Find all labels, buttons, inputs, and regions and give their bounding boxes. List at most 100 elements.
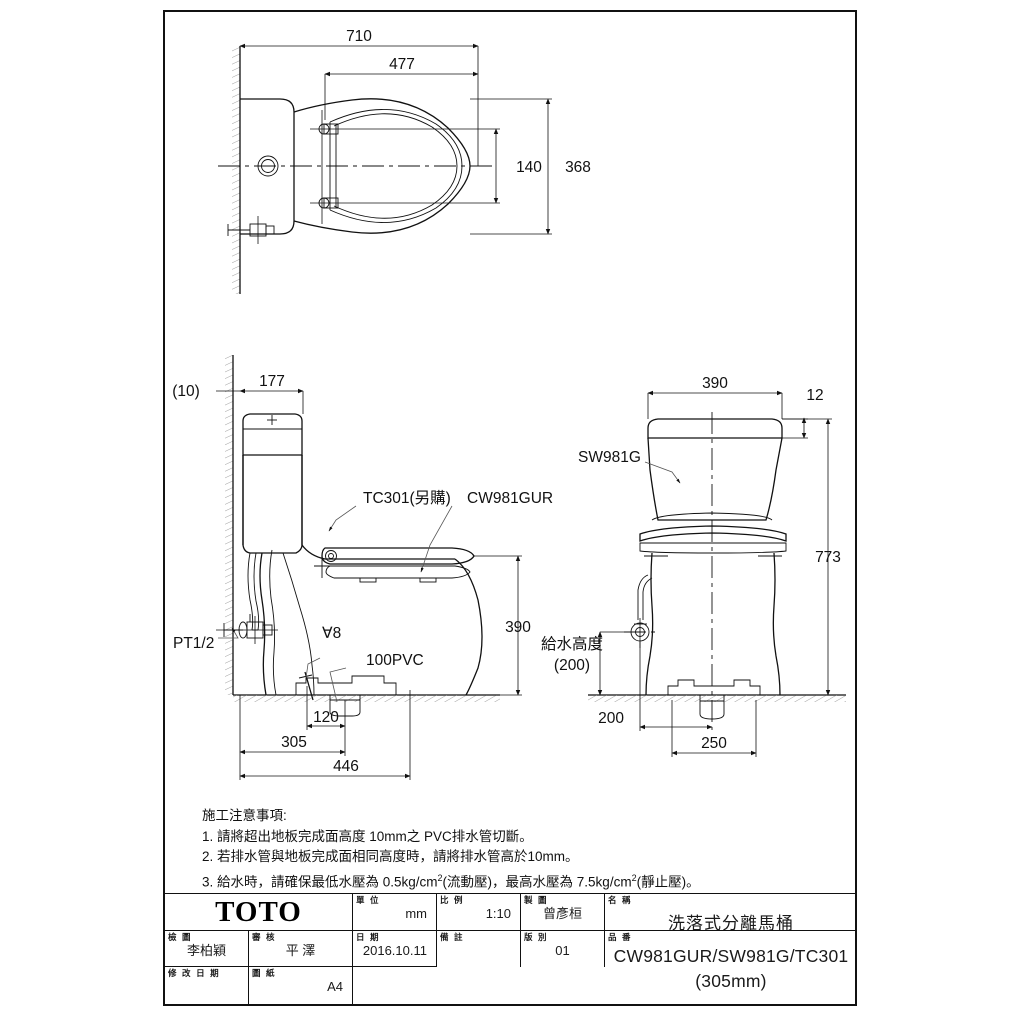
notes-item-3-prefix: 3. 給水時，請確保最低水壓為 0.5kg/cm: [202, 874, 438, 889]
anchor-bolt-mark: [298, 674, 313, 679]
date-value: 2016.10.11: [362, 942, 427, 958]
dim-200-text: 200: [598, 710, 624, 727]
seat-ring-front: [639, 542, 787, 554]
dim-177-text: 177: [259, 373, 285, 390]
wall-hatch-side: [225, 355, 233, 695]
remark-cell: 備 註: [437, 930, 521, 968]
label-cw981gur: CW981GUR: [467, 490, 553, 507]
dim-446: 446: [239, 690, 411, 780]
title-block: TOTO 單 位 mm 比 例 1:10 名 稱 洗落式分離馬桶 製 圖 曾彥桓…: [164, 893, 857, 1005]
floor-hatch-side: [233, 695, 500, 702]
leader-tc301: [328, 505, 357, 532]
label-sw981g: SW981G: [578, 449, 641, 466]
scale-cell: 比 例 1:10: [437, 894, 521, 931]
dim-390-width: 390: [647, 375, 783, 419]
bowl-rim-top-side: [301, 544, 455, 560]
label-tc301: TC301(另購): [363, 489, 451, 507]
bowl-left-profile-front: [645, 552, 654, 696]
seat-ring-side: [325, 565, 471, 579]
tank-lid-side: [242, 413, 303, 456]
wall-hatch-top: [232, 46, 240, 294]
base-flange-front: [667, 679, 761, 695]
dim-477: 477: [324, 56, 479, 120]
dim-390-text: 390: [505, 619, 531, 636]
part-number-caption: 品 番: [608, 931, 633, 942]
leader-pt12: [218, 627, 239, 639]
notes-item-3: 3. 給水時，請確保最低水壓為 0.5kg/cm2(流動壓)，最高水壓為 7.5…: [202, 868, 862, 893]
lid-plan-outline: [333, 113, 458, 219]
notes-item-2: 2. 若排水管與地板完成面相同高度時，請將排水管高於10mm。: [202, 849, 579, 864]
drawn-by-cell: 製 圖 曾彥桓: [521, 894, 605, 931]
dim-140: 140: [344, 128, 542, 204]
paper-size-cell: 圖 紙 A4: [249, 967, 353, 1004]
dim-177: 177: [239, 373, 304, 414]
notes-heading: 施工注意事項:: [202, 808, 287, 823]
unit-caption: 單 位: [356, 895, 381, 905]
drawing-border: [163, 10, 857, 1006]
leader-dia8: [305, 657, 321, 679]
part-number-value-1: CW981GUR/SW981G/TC301: [613, 945, 849, 966]
version-value: 01: [555, 942, 570, 958]
supply-pipe-inner: [253, 552, 260, 631]
dim-368-text: 368: [565, 159, 591, 176]
leader-cw981gur: [420, 505, 453, 573]
remark-caption: 備 註: [440, 931, 465, 942]
seat-bumper-1: [359, 577, 377, 583]
tank-body-front: [647, 437, 783, 521]
scale-value: 1:10: [485, 906, 511, 921]
label-supply-height: 給水高度: [541, 635, 603, 653]
checked-by-cell: 檢 圖 李柏穎: [165, 930, 249, 968]
label-supply-height-value: (200): [554, 657, 590, 674]
toto-logo: TOTO: [215, 895, 302, 928]
date-cell: 日 期 2016.10.11: [353, 930, 437, 968]
label-dia8: ∀8: [322, 625, 341, 642]
notes-item-3-mid: (流動壓)，最高水壓為 7.5kg/cm: [442, 874, 632, 889]
dim-710-text: 710: [346, 28, 372, 45]
seat-hinge-side: [325, 550, 337, 562]
dim-250: 250: [671, 700, 757, 757]
front-elevation: SW981G 給水高度 (200) 390 12 773: [541, 375, 846, 757]
revision-date-caption: 修 改 日 期: [168, 968, 221, 979]
unit-value: mm: [405, 906, 427, 921]
tank-body-side: [242, 455, 303, 554]
version-caption: 版 別: [524, 931, 549, 942]
paper-size-value: A4: [327, 979, 343, 995]
product-name-cell: 名 稱 洗落式分離馬桶: [605, 894, 857, 931]
part-number-cell: 品 番 CW981GUR/SW981G/TC301 (305mm): [605, 931, 857, 1004]
product-name-value: 洗落式分離馬桶: [668, 914, 794, 931]
checked-by-caption: 檢 圖: [168, 931, 193, 942]
dim-305-text: 305: [281, 734, 307, 751]
approved-by-value: 平 澤: [285, 942, 316, 958]
water-supply-front: [624, 574, 660, 648]
dim-250-text: 250: [701, 735, 727, 752]
dim-305: 305: [239, 695, 346, 780]
notes-sup-1: 2: [437, 872, 443, 883]
dim-773-text: 773: [815, 549, 841, 566]
dim-supply-height: 給水高度 (200): [541, 631, 636, 696]
dim-200-horizontal: 200: [598, 642, 713, 731]
dim-10: (10): [172, 383, 240, 400]
seat-bumper-2: [419, 577, 437, 583]
approved-by-cell: 審 核 平 澤: [249, 930, 353, 968]
product-name-caption: 名 稱: [608, 895, 633, 905]
pedestal-inner-profile: [282, 552, 315, 696]
approved-by-caption: 審 核: [252, 931, 277, 942]
dim-390-width-text: 390: [702, 375, 728, 392]
dim-773: 773: [780, 418, 841, 696]
dim-368: 368: [470, 98, 591, 235]
bowl-front-profile: [454, 558, 483, 696]
scale-caption: 比 例: [440, 895, 465, 905]
dim-12-text: 12: [806, 387, 823, 404]
hinge-bolt-upper: [310, 123, 344, 135]
paper-size-caption: 圖 紙: [252, 968, 277, 979]
dim-710: 710: [239, 28, 479, 166]
notes-sup-2: 2: [631, 872, 637, 883]
dim-140-text: 140: [516, 159, 542, 176]
dim-10-text: (10): [172, 383, 200, 400]
water-supply-plan: [227, 216, 275, 244]
drawn-by-caption: 製 圖: [524, 895, 549, 905]
version-cell: 版 別 01: [521, 930, 605, 968]
part-number-value-2: (305mm): [695, 970, 767, 991]
